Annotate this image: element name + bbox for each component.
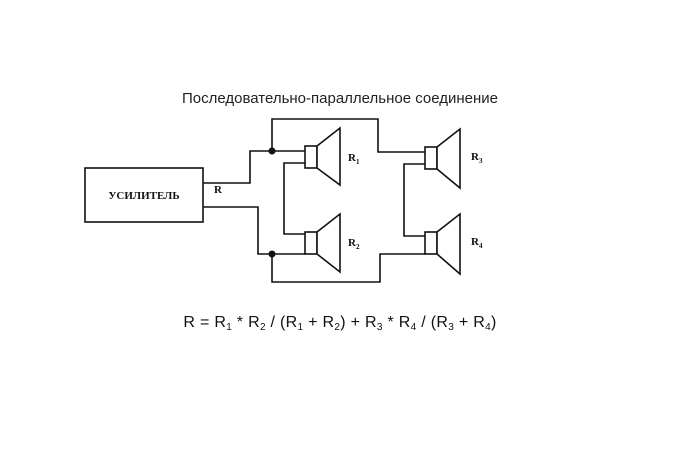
speaker-icon	[424, 127, 461, 190]
speaker-icon	[304, 212, 341, 274]
impedance-formula: R = R1 * R2 / (R1 + R2) + R3 * R4 / (R3 …	[0, 314, 680, 333]
speaker-icon	[424, 212, 461, 276]
wiring	[203, 118, 425, 283]
formula-text: ) + R	[340, 314, 377, 331]
formula-text: + R	[454, 314, 486, 331]
speaker-r1-label: R1	[348, 152, 360, 166]
formula-text: * R	[232, 314, 260, 331]
formula-text: / (R	[416, 314, 449, 331]
junction-dot-top	[268, 147, 276, 155]
formula-subscript: 4	[485, 322, 491, 333]
formula-subscript: 3	[376, 322, 383, 333]
formula-text: / (R	[265, 314, 298, 331]
speaker-icon	[304, 126, 341, 187]
amplifier-label: УСИЛИТЕЛЬ	[108, 190, 179, 202]
formula-subscript: 4	[410, 322, 417, 333]
speaker-r4-label: R4	[471, 236, 483, 250]
formula-text: * R	[382, 314, 411, 331]
formula-subscript: 3	[448, 322, 455, 333]
formula-text: )	[491, 314, 497, 331]
speaker-r2-label: R2	[348, 237, 360, 251]
junction-dot-bottom	[268, 250, 276, 258]
speaker-r4: R4	[424, 212, 483, 276]
diagram-title: Последовательно-параллельное соединение	[181, 90, 499, 107]
speaker-r3-label: R3	[471, 151, 483, 165]
formula-subscript: 2	[259, 322, 266, 333]
formula-subscript: 1	[297, 322, 304, 333]
formula-subscript: 2	[334, 322, 341, 333]
formula-text: + R	[303, 314, 335, 331]
speaker-r1: R1	[304, 126, 360, 187]
formula-text: R = R	[183, 314, 227, 331]
formula-subscript: 1	[226, 322, 233, 333]
speaker-r3: R3	[424, 127, 483, 190]
speaker-r2: R2	[304, 212, 360, 274]
wire-label: R	[214, 184, 223, 196]
amplifier-block: УСИЛИТЕЛЬ	[84, 167, 204, 223]
